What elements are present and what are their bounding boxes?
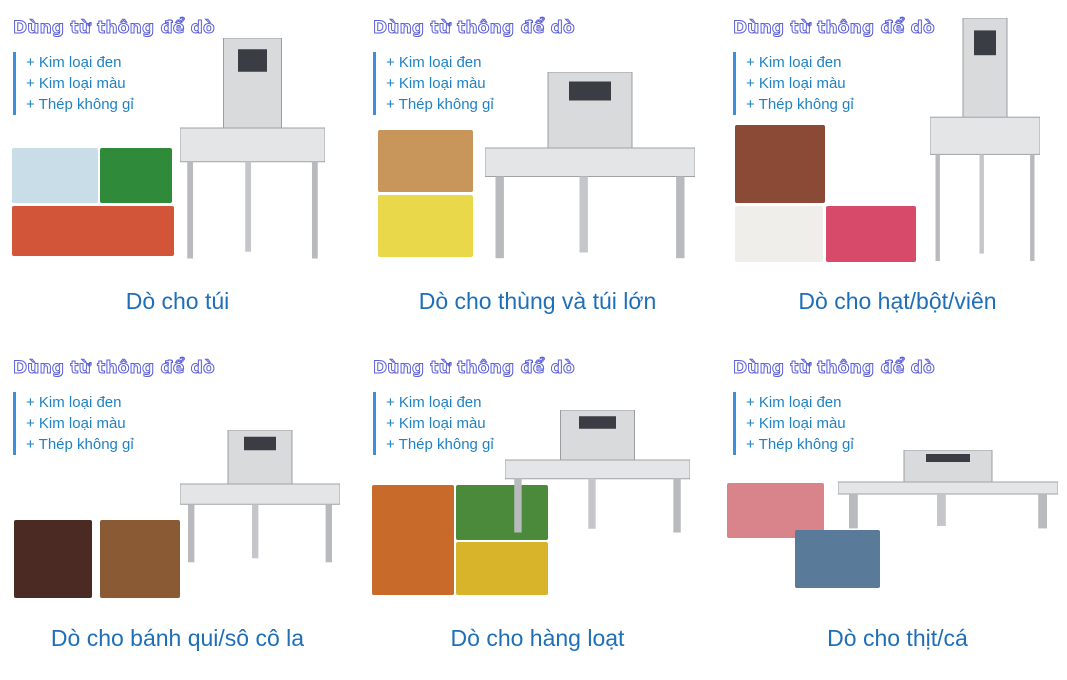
panel-caption: Dò cho hạt/bột/viên (798, 288, 997, 314)
product-photo (14, 520, 92, 598)
product-photo (100, 148, 172, 203)
metal-type-item: + Kim loại màu (26, 75, 126, 92)
panel-header: Dùng từ thông để dò (13, 358, 216, 379)
panel-caption: Dò cho bánh qui/sô cô la (50, 625, 305, 651)
product-photo (727, 483, 824, 538)
product-photo (378, 130, 473, 192)
panel-biscuit-chocolate: Dùng từ thông để dò + Kim loại đen+ Kim … (0, 340, 355, 675)
panel-caption: Dò cho túi (125, 288, 230, 314)
panel-caption: Dò cho hàng loạt (450, 625, 625, 651)
metal-type-item: + Kim loại màu (26, 415, 126, 432)
metal-type-list: + Kim loại đen + Kim loại màu + Thép không… (733, 392, 854, 455)
product-photo (456, 485, 548, 540)
metal-type-item: + Kim loại đen (746, 394, 842, 411)
metal-type-list: + Kim loại đen + Kim loại màu + Thép không… (373, 52, 494, 115)
metal-type-item: + Thép không gỉ (746, 96, 854, 113)
metal-type-list: + Kim loại đen + Kim loại màu + Thép không… (733, 52, 854, 115)
product-photo (735, 125, 825, 203)
panel-bags: Dùng từ thông để dò + Kim loại đen+ Kim … (0, 0, 355, 335)
metal-type-item: + Kim loại đen (386, 394, 482, 411)
metal-detector-machine-image (485, 72, 695, 259)
panel-bulk: Dùng từ thông để dò + Kim loại đen+ Kim … (360, 340, 715, 675)
metal-type-item: + Kim loại đen (386, 54, 482, 71)
product-photo (372, 485, 454, 595)
metal-type-list: + Kim loại đen + Kim loại màu + Thép không… (13, 392, 134, 455)
panel-meat-fish: Dùng từ thông để dò + Kim loại đen+ Kim … (720, 340, 1067, 675)
product-photo (795, 530, 880, 588)
metal-detector-machine-image (930, 18, 1040, 262)
product-photo (12, 206, 174, 256)
panel-caption: Dò cho thịt/cá (827, 625, 968, 651)
metal-type-item: + Thép không gỉ (386, 436, 494, 453)
metal-type-list: + Kim loại đen + Kim loại màu + Thép không… (373, 392, 494, 455)
panel-header: Dùng từ thông để dò (733, 18, 936, 39)
panel-header: Dùng từ thông để dò (373, 358, 576, 379)
metal-type-item: + Kim loại đen (746, 54, 842, 71)
metal-type-item: + Kim loại màu (746, 75, 846, 92)
panel-header: Dùng từ thông để dò (373, 18, 576, 39)
metal-detector-machine-image (180, 430, 340, 563)
product-photo (378, 195, 473, 257)
product-photo (456, 542, 548, 595)
product-photo (12, 148, 98, 203)
metal-detector-machine-image (838, 450, 1058, 529)
metal-detector-machine-image (505, 410, 690, 533)
metal-type-item: + Kim loại màu (386, 415, 486, 432)
metal-type-item: + Kim loại đen (26, 394, 122, 411)
panel-header: Dùng từ thông để dò (13, 18, 216, 39)
product-photo (826, 206, 916, 262)
panel-boxes-large-bags: Dùng từ thông để dò + Kim loại đen+ Kim … (360, 0, 715, 335)
metal-type-list: + Kim loại đen + Kim loại màu + Thép không… (13, 52, 134, 115)
panel-grain-powder-pills: Dùng từ thông để dò + Kim loại đen+ Kim … (720, 0, 1067, 335)
metal-detector-machine-image (180, 38, 325, 259)
product-photo (735, 206, 823, 262)
metal-type-item: + Kim loại màu (386, 75, 486, 92)
product-photo (100, 520, 180, 598)
panel-header: Dùng từ thông để dò (733, 358, 936, 379)
metal-type-item: + Kim loại màu (746, 415, 846, 432)
panel-caption: Dò cho thùng và túi lớn (418, 288, 657, 314)
metal-type-item: + Kim loại đen (26, 54, 122, 71)
metal-type-item: + Thép không gỉ (386, 96, 494, 113)
metal-type-item: + Thép không gỉ (26, 436, 134, 453)
metal-type-item: + Thép không gỉ (746, 436, 854, 453)
metal-type-item: + Thép không gỉ (26, 96, 134, 113)
